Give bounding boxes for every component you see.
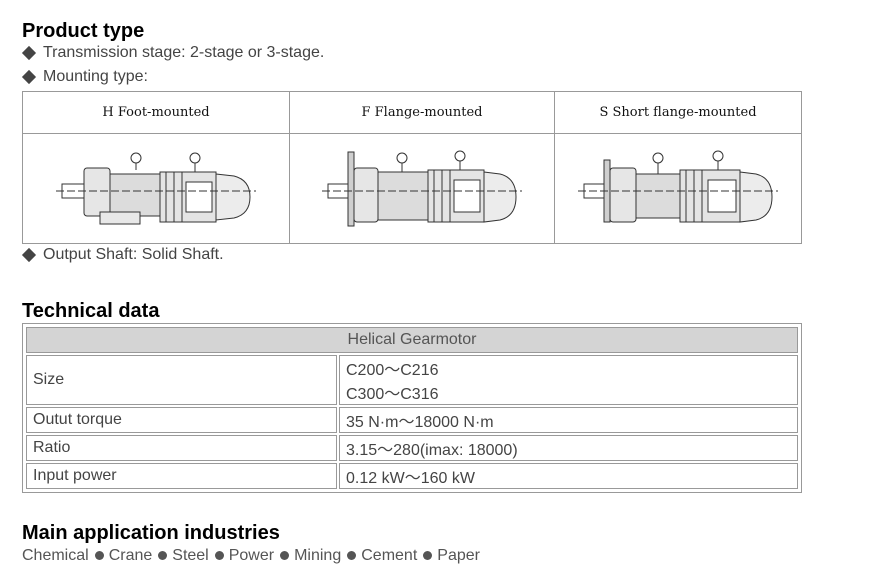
mounting-bullet: Mounting type: [21, 68, 148, 86]
row-value: 3.15～280(imax: 18000) [339, 435, 798, 461]
mounting-type-table: H Foot-mounted F [22, 91, 802, 244]
bullet-dot-icon [280, 550, 290, 560]
flange-mounted-gearmotor-drawing [290, 134, 554, 243]
row-value: 0.12 kW～160 kW [339, 463, 798, 489]
mounting-label: F Flange-mounted [290, 92, 554, 134]
diamond-bullet-icon [21, 247, 37, 263]
table-title: Helical Gearmotor [26, 327, 798, 353]
transmission-bullet: Transmission stage: 2-stage or 3-stage. [21, 44, 325, 62]
output-shaft-text: Output Shaft: Solid Shaft. [43, 246, 224, 263]
row-value: 35 N·m～18000 N·m [339, 407, 798, 433]
application-item: Steel [172, 547, 209, 564]
diamond-bullet-icon [21, 69, 37, 85]
row-value: C200～C216 C300～C316 [339, 355, 798, 405]
bullet-dot-icon [158, 550, 168, 560]
row-label: Size [26, 355, 337, 405]
mounting-cell-foot: H Foot-mounted [23, 92, 289, 243]
applications-heading: Main application industries [22, 522, 280, 544]
technical-data-table: Helical Gearmotor Size C200～C216 C300～C3… [22, 323, 802, 493]
row-label: Outut torque [26, 407, 337, 433]
row-label: Input power [26, 463, 337, 489]
applications-list: Chemical Crane Steel Power Mining Cement Paper [22, 547, 480, 565]
output-shaft-bullet: Output Shaft: Solid Shaft. [21, 246, 224, 264]
table-row: Size C200～C216 C300～C316 [26, 355, 798, 405]
product-type-heading: Product type [22, 20, 145, 42]
bullet-dot-icon [94, 550, 104, 560]
bullet-dot-icon [347, 550, 357, 560]
bullet-dot-icon [214, 550, 224, 560]
table-row: Ratio 3.15～280(imax: 18000) [26, 435, 798, 461]
bullet-dot-icon [423, 550, 433, 560]
short-flange-mounted-gearmotor-drawing [555, 134, 801, 243]
application-item: Crane [108, 547, 153, 564]
size-range-1: C200～C216 [346, 362, 439, 379]
application-item: Chemical [22, 547, 89, 564]
mounting-label: H Foot-mounted [23, 92, 289, 134]
mounting-cell-short-flange: S Short flange-mounted [554, 92, 801, 243]
foot-mounted-gearmotor-drawing [23, 134, 289, 243]
diamond-bullet-icon [21, 45, 37, 61]
mounting-cell-flange: F Flange-mounted [289, 92, 554, 243]
table-row: Input power 0.12 kW～160 kW [26, 463, 798, 489]
application-item: Mining [294, 547, 342, 564]
transmission-text: Transmission stage: 2-stage or 3-stage. [43, 44, 325, 61]
application-item: Cement [361, 547, 418, 564]
technical-data-heading: Technical data [22, 300, 160, 322]
application-item: Paper [437, 547, 480, 564]
size-range-2: C300～C316 [346, 386, 439, 403]
table-row: Outut torque 35 N·m～18000 N·m [26, 407, 798, 433]
application-item: Power [228, 547, 275, 564]
mounting-text: Mounting type: [43, 68, 148, 85]
mounting-label: S Short flange-mounted [555, 92, 801, 134]
row-label: Ratio [26, 435, 337, 461]
